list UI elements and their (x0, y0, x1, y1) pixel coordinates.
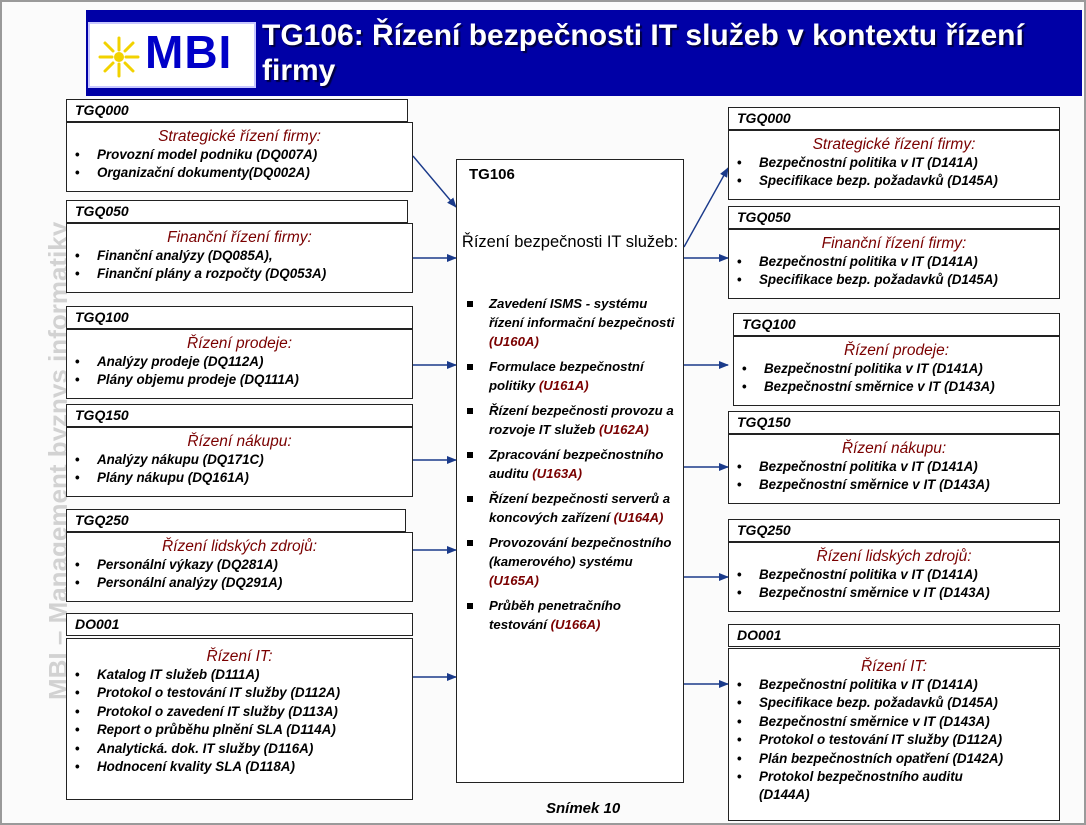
list-item: Plány nákupu (DQ161A) (75, 469, 412, 488)
center-title: Řízení bezpečnosti IT služeb: (461, 233, 679, 251)
left-tag-do001: DO001 (66, 613, 413, 636)
list-item: Report o průběhu plnění SLA (D114A) (75, 721, 412, 740)
right-box-tgq000: Strategické řízení firmy: Bezpečnostní p… (728, 130, 1060, 200)
page-title: TG106: Řízení bezpečnosti IT služeb v ko… (262, 19, 1024, 87)
right-box-tgq250: Řízení lidských zdrojů: Bezpečnostní pol… (728, 542, 1060, 612)
sun-icon (98, 36, 140, 78)
center-list-item: Zavedení ISMS - systému řízení informačn… (463, 294, 681, 351)
center-list-item: Zpracování bezpečnostního auditu (U163A) (463, 445, 681, 483)
list-item: Bezpečnostní politika v IT (D141A) (737, 154, 1059, 173)
center-box-tg106: TG106 Řízení bezpečnosti IT služeb: Zave… (456, 159, 684, 783)
list-item: Bezpečnostní politika v IT (D141A) (737, 458, 1059, 477)
box-title: Řízení IT: (860, 658, 928, 675)
right-box-tgq100: Řízení prodeje: Bezpečnostní politika v … (733, 336, 1060, 406)
left-box-tgq050: Finanční řízení firmy: Finanční analýzy … (66, 223, 413, 293)
slide-number: Snímek 10 (546, 800, 621, 817)
list-item: Protokol o testování IT služby (D112A) (737, 731, 1059, 750)
box-title: Finanční řízení firmy: (167, 229, 312, 246)
center-code: TG106 (469, 166, 515, 183)
left-box-tgq250: Řízení lidských zdrojů: Personální výkaz… (66, 532, 413, 602)
list-item: Protokol o zavedení IT služby (D113A) (75, 703, 412, 722)
left-box-tgq100: Řízení prodeje: Analýzy prodeje (DQ112A)… (66, 329, 413, 399)
box-title: Strategické řízení firmy: (812, 136, 976, 153)
list-item: Personální analýzy (DQ291A) (75, 574, 412, 593)
left-tag-tgq250: TGQ250 (66, 509, 406, 532)
list-item: Bezpečnostní směrnice v IT (D143A) (737, 476, 1059, 495)
center-list-item: Řízení bezpečnosti provozu a rozvoje IT … (463, 401, 681, 439)
list-item: Bezpečnostní politika v IT (D141A) (742, 360, 1059, 379)
list-item: Protokol o testování IT služby (D112A) (75, 684, 412, 703)
right-tag-tgq250: TGQ250 (728, 519, 1060, 542)
box-title: Řízení IT: (206, 648, 273, 665)
list-item: Bezpečnostní směrnice v IT (D143A) (737, 584, 1059, 603)
right-tag-do001: DO001 (728, 624, 1060, 647)
box-title: Řízení nákupu: (841, 440, 947, 457)
box-title: Řízení lidských zdrojů: (816, 548, 972, 565)
list-item: Bezpečnostní směrnice v IT (D143A) (742, 378, 1059, 397)
right-tag-tgq150: TGQ150 (728, 411, 1060, 434)
list-item: Specifikace bezp. požadavků (D145A) (737, 172, 1059, 191)
arrow-out-tgq000 (683, 167, 729, 248)
left-tag-tgq150: TGQ150 (66, 404, 413, 427)
center-list-item: Řízení bezpečnosti serverů a koncových z… (463, 489, 681, 527)
center-list-item: Formulace bezpečnostní politiky (U161A) (463, 357, 681, 395)
right-tag-tgq050: TGQ050 (728, 206, 1060, 229)
left-tag-tgq100: TGQ100 (66, 306, 413, 329)
box-title: Řízení nákupu: (187, 433, 292, 450)
list-item: Analýzy prodeje (DQ112A) (75, 353, 412, 372)
list-item: Protokol bezpečnostního auditu (737, 768, 1059, 787)
left-box-do001: Řízení IT: Katalog IT služeb (D111A) Pro… (66, 638, 413, 800)
list-item: Finanční analýzy (DQ085A), (75, 247, 412, 266)
list-item: Provozní model podniku (DQ007A) (75, 146, 412, 165)
box-title: Řízení lidských zdrojů: (161, 538, 318, 555)
right-box-do001: Řízení IT: Bezpečnostní politika v IT (D… (728, 648, 1060, 821)
left-tag-tgq000: TGQ000 (66, 99, 408, 122)
right-box-tgq050: Finanční řízení firmy: Bezpečnostní poli… (728, 229, 1060, 299)
list-item: Bezpečnostní směrnice v IT (D143A) (737, 713, 1059, 732)
logo-text: MBI (145, 26, 233, 78)
list-item: Plán bezpečnostních opatření (D142A) (737, 750, 1059, 769)
list-item: Organizační dokumenty(DQ002A) (75, 164, 412, 183)
list-item: Analýzy nákupu (DQ171C) (75, 451, 412, 470)
list-item-continuation: (D144A) (759, 787, 810, 803)
list-item: Hodnocení kvality SLA (D118A) (75, 758, 412, 777)
box-title: Řízení prodeje: (186, 335, 293, 352)
left-box-tgq000: Strategické řízení firmy: Provozní model… (66, 122, 413, 192)
list-item: Bezpečnostní politika v IT (D141A) (737, 566, 1059, 585)
box-title: Řízení prodeje: (843, 342, 950, 359)
list-item: Specifikace bezp. požadavků (D145A) (737, 271, 1059, 290)
box-title: Finanční řízení firmy: (821, 235, 967, 252)
left-tag-tgq050: TGQ050 (66, 200, 408, 223)
list-item: Finanční plány a rozpočty (DQ053A) (75, 265, 412, 284)
list-item: Analytická. dok. IT služby (D116A) (75, 740, 412, 759)
right-box-tgq150: Řízení nákupu: Bezpečnostní politika v I… (728, 434, 1060, 504)
list-item: Personální výkazy (DQ281A) (75, 556, 412, 575)
list-item: Bezpečnostní politika v IT (D141A) (737, 676, 1059, 695)
list-item: Plány objemu prodeje (DQ111A) (75, 371, 412, 390)
arrow-in-tgq000 (412, 155, 457, 208)
left-box-tgq150: Řízení nákupu: Analýzy nákupu (DQ171C) P… (66, 427, 413, 497)
center-list-item: Průběh penetračního testování (U166A) (463, 596, 681, 634)
list-item: Katalog IT služeb (D111A) (75, 666, 412, 685)
list-item: Specifikace bezp. požadavků (D145A) (737, 694, 1059, 713)
right-tag-tgq000: TGQ000 (728, 107, 1060, 130)
list-item: Bezpečnostní politika v IT (D141A) (737, 253, 1059, 272)
right-tag-tgq100: TGQ100 (733, 313, 1060, 336)
box-title: Strategické řízení firmy: (158, 128, 321, 145)
center-list-item: Provozování bezpečnostního (kamerového) … (463, 533, 681, 590)
